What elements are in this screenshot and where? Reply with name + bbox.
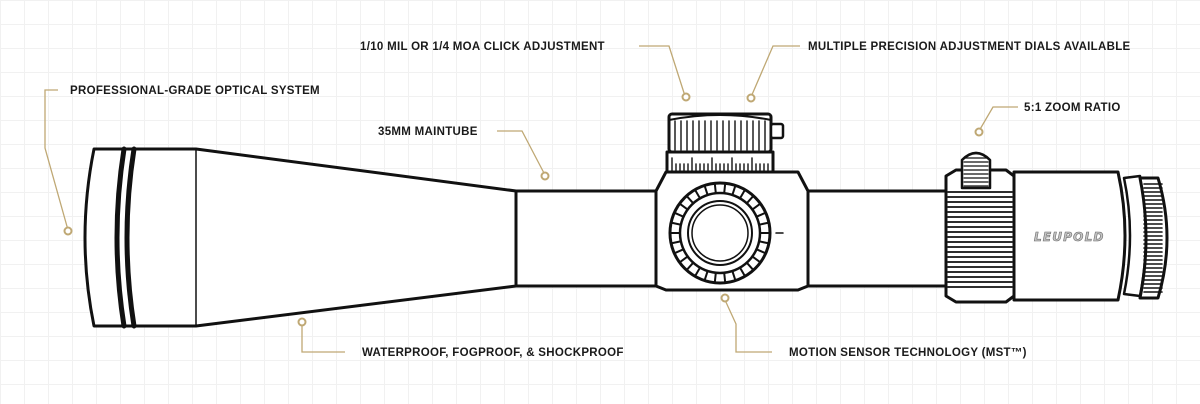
leader-maintube [497, 130, 546, 176]
leader-adjustment-dials [750, 45, 800, 98]
zoom-ring [944, 168, 1016, 304]
leader-markers [63, 92, 984, 327]
callout-optical-system: PROFESSIONAL-GRADE OPTICAL SYSTEM [70, 85, 320, 97]
leader-lines [44, 45, 1018, 353]
marker-adjustment-dials [746, 93, 756, 103]
leader-waterproof [301, 323, 345, 353]
callout-zoom-ratio: 5:1 ZOOM RATIO [1024, 102, 1121, 114]
callout-waterproof: WATERPROOF, FOGPROOF, & SHOCKPROOF [362, 347, 624, 359]
marker-motion-sensor [720, 293, 730, 303]
callout-adjustment-dials: MULTIPLE PRECISION ADJUSTMENT DIALS AVAI… [808, 41, 1131, 53]
main-tube [514, 189, 658, 288]
marker-maintube [540, 171, 550, 181]
marker-click-adjustment [681, 92, 691, 102]
leader-click-adjustment [639, 45, 686, 97]
leupold-logo: LEUPOLD [1034, 230, 1105, 244]
leader-optical-system [44, 89, 69, 231]
objective-bell [83, 147, 518, 328]
eyepiece [1012, 170, 1169, 302]
marker-optical-system [63, 226, 73, 236]
leader-zoom-ratio [978, 106, 1018, 132]
elevation-turret [665, 112, 785, 174]
leader-motion-sensor [724, 299, 772, 353]
scope-outline [83, 112, 1169, 329]
callout-maintube: 35MM MAINTUBE [378, 126, 478, 138]
callout-motion-sensor: MOTION SENSOR TECHNOLOGY (MST™) [789, 347, 1027, 359]
throw-lever [960, 151, 992, 190]
windage-turret [668, 181, 784, 285]
marker-waterproof [297, 317, 307, 327]
marker-zoom-ratio [974, 127, 984, 137]
callout-click-adjustment: 1/10 MIL OR 1/4 MOA CLICK ADJUSTMENT [360, 41, 605, 53]
